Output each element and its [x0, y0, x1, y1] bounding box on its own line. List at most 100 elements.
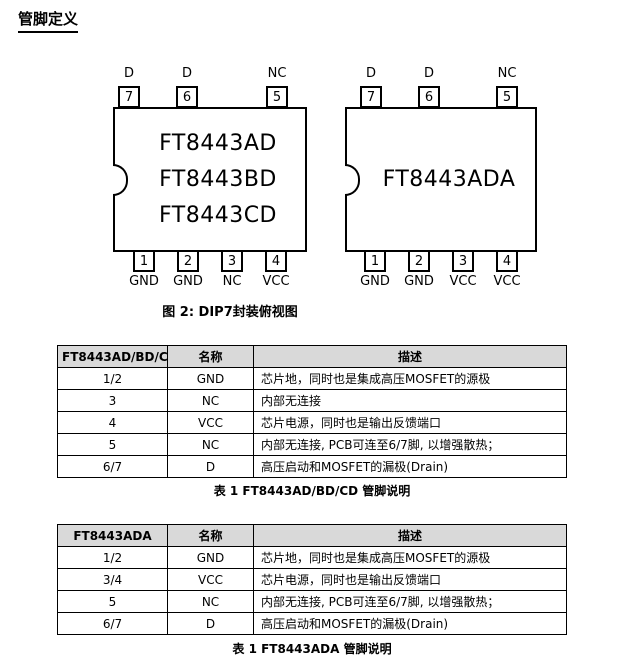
- chip1-pin-6: D 6: [165, 64, 209, 108]
- name-cell: NC: [167, 590, 254, 613]
- col-header-name: 名称: [167, 345, 254, 368]
- pin-cell: 3: [57, 389, 168, 412]
- pin-number-box: 7: [118, 86, 140, 108]
- table-row: 3/4 VCC 芯片电源，同时也是输出反馈端口: [57, 568, 567, 591]
- chip2-pin-4: 4 VCC: [485, 250, 529, 294]
- pin-table-ft8443ad-bd-cd: FT8443AD/BD/CD 名称 描述 1/2 GND 芯片地，同时也是集成高…: [57, 345, 567, 478]
- pin-number-box: 7: [360, 86, 382, 108]
- pin-number-box: 5: [266, 86, 288, 108]
- pin-label: GND: [173, 274, 203, 289]
- pin-label: VCC: [262, 274, 290, 289]
- pin-number-box: 5: [496, 86, 518, 108]
- pin-cell: 5: [57, 590, 168, 613]
- pin-cell: 1/2: [57, 546, 168, 569]
- chip2-pin-3: 3 VCC: [441, 250, 485, 294]
- pin-cell: 6/7: [57, 455, 168, 478]
- chip-name-line: FT8443CD: [159, 202, 277, 228]
- chip-name-line: FT8443AD: [159, 130, 277, 156]
- pin-cell: 6/7: [57, 612, 168, 635]
- chip1-part-numbers: FT8443AD FT8443BD FT8443CD: [115, 109, 305, 250]
- pin-cell: 5: [57, 433, 168, 456]
- table-row: 5 NC 内部无连接, PCB可连至6/7脚, 以增强散热；: [57, 590, 567, 613]
- table-row: 6/7 D 高压启动和MOSFET的漏极(Drain): [57, 612, 567, 635]
- table-header-row: FT8443ADA 名称 描述: [57, 524, 567, 547]
- table-row: 1/2 GND 芯片地，同时也是集成高压MOSFET的源极: [57, 367, 567, 390]
- pin-number-box: 2: [177, 250, 199, 272]
- desc-cell: 内部无连接, PCB可连至6/7脚, 以增强散热；: [253, 590, 567, 613]
- desc-cell: 芯片电源，同时也是输出反馈端口: [253, 411, 567, 434]
- chip-name-line: FT8443BD: [159, 166, 277, 192]
- chip1-pin-4: 4 VCC: [254, 250, 298, 294]
- table1-caption: 表 1 FT8443AD/BD/CD 管脚说明: [213, 484, 411, 498]
- pin-label: GND: [129, 274, 159, 289]
- pin-number-box: 6: [418, 86, 440, 108]
- desc-cell: 高压启动和MOSFET的漏极(Drain): [253, 612, 567, 635]
- table2-caption: 表 1 FT8443ADA 管脚说明: [232, 642, 392, 656]
- chip1-outline: FT8443AD FT8443BD FT8443CD: [113, 107, 307, 252]
- chip1-pin-7: D 7: [107, 64, 151, 108]
- name-cell: VCC: [167, 568, 254, 591]
- chip2-pin-7: D 7: [349, 64, 393, 108]
- table-row: 3 NC 内部无连接: [57, 389, 567, 412]
- pin-number-box: 2: [408, 250, 430, 272]
- table-row: 5 NC 内部无连接, PCB可连至6/7脚, 以增强散热；: [57, 433, 567, 456]
- col-header-name: 名称: [167, 524, 254, 547]
- pin-number-box: 1: [133, 250, 155, 272]
- chip2-pin-1: 1 GND: [353, 250, 397, 294]
- col-header-part: FT8443AD/BD/CD: [57, 345, 168, 368]
- pin-number-box: 4: [265, 250, 287, 272]
- desc-cell: 内部无连接, PCB可连至6/7脚, 以增强散热；: [253, 433, 567, 456]
- pin-number-box: 3: [221, 250, 243, 272]
- table-row: 1/2 GND 芯片地，同时也是集成高压MOSFET的源极: [57, 546, 567, 569]
- table-header-row: FT8443AD/BD/CD 名称 描述: [57, 345, 567, 368]
- desc-cell: 芯片电源，同时也是输出反馈端口: [253, 568, 567, 591]
- chip2-part-numbers: FT8443ADA: [347, 109, 535, 250]
- pin-cell: 3/4: [57, 568, 168, 591]
- figure-caption: 图 2: DIP7封装俯视图: [162, 305, 298, 320]
- pin-label: D: [123, 66, 134, 81]
- col-header-desc: 描述: [253, 345, 567, 368]
- chip2-outline: FT8443ADA: [345, 107, 537, 252]
- pin-number-box: 4: [496, 250, 518, 272]
- chip2-pin-5: NC 5: [485, 64, 529, 108]
- table-row: 4 VCC 芯片电源，同时也是输出反馈端口: [57, 411, 567, 434]
- col-header-desc: 描述: [253, 524, 567, 547]
- col-header-part: FT8443ADA: [57, 524, 168, 547]
- pin-number-box: 3: [452, 250, 474, 272]
- pin-label: D: [181, 66, 192, 81]
- chip1-pin-3: 3 NC: [210, 250, 254, 294]
- pin-cell: 1/2: [57, 367, 168, 390]
- pin-label: NC: [267, 66, 287, 81]
- desc-cell: 芯片地，同时也是集成高压MOSFET的源极: [253, 367, 567, 390]
- pin-label: VCC: [449, 274, 477, 289]
- pin-label: GND: [360, 274, 390, 289]
- name-cell: VCC: [167, 411, 254, 434]
- pin-label: GND: [404, 274, 434, 289]
- chip1-pin-2: 2 GND: [166, 250, 210, 294]
- chip1-pin-1: 1 GND: [122, 250, 166, 294]
- pin-label: NC: [222, 274, 242, 289]
- name-cell: GND: [167, 367, 254, 390]
- chip-name-line: FT8443ADA: [382, 166, 516, 192]
- desc-cell: 高压启动和MOSFET的漏极(Drain): [253, 455, 567, 478]
- pin-label: VCC: [493, 274, 521, 289]
- page-title: 管脚定义: [18, 8, 79, 33]
- pin-number-box: 1: [364, 250, 386, 272]
- name-cell: NC: [167, 433, 254, 456]
- pin-cell: 4: [57, 411, 168, 434]
- desc-cell: 内部无连接: [253, 389, 567, 412]
- name-cell: D: [167, 612, 254, 635]
- chip2-pin-6: D 6: [407, 64, 451, 108]
- table-row: 6/7 D 高压启动和MOSFET的漏极(Drain): [57, 455, 567, 478]
- chip2-pin-2: 2 GND: [397, 250, 441, 294]
- chip1-pin-5: NC 5: [255, 64, 299, 108]
- pin-label: D: [365, 66, 376, 81]
- pin-number-box: 6: [176, 86, 198, 108]
- pin-label: NC: [497, 66, 517, 81]
- desc-cell: 芯片地，同时也是集成高压MOSFET的源极: [253, 546, 567, 569]
- name-cell: NC: [167, 389, 254, 412]
- pin-table-ft8443ada: FT8443ADA 名称 描述 1/2 GND 芯片地，同时也是集成高压MOSF…: [57, 524, 567, 635]
- pin-label: D: [423, 66, 434, 81]
- name-cell: GND: [167, 546, 254, 569]
